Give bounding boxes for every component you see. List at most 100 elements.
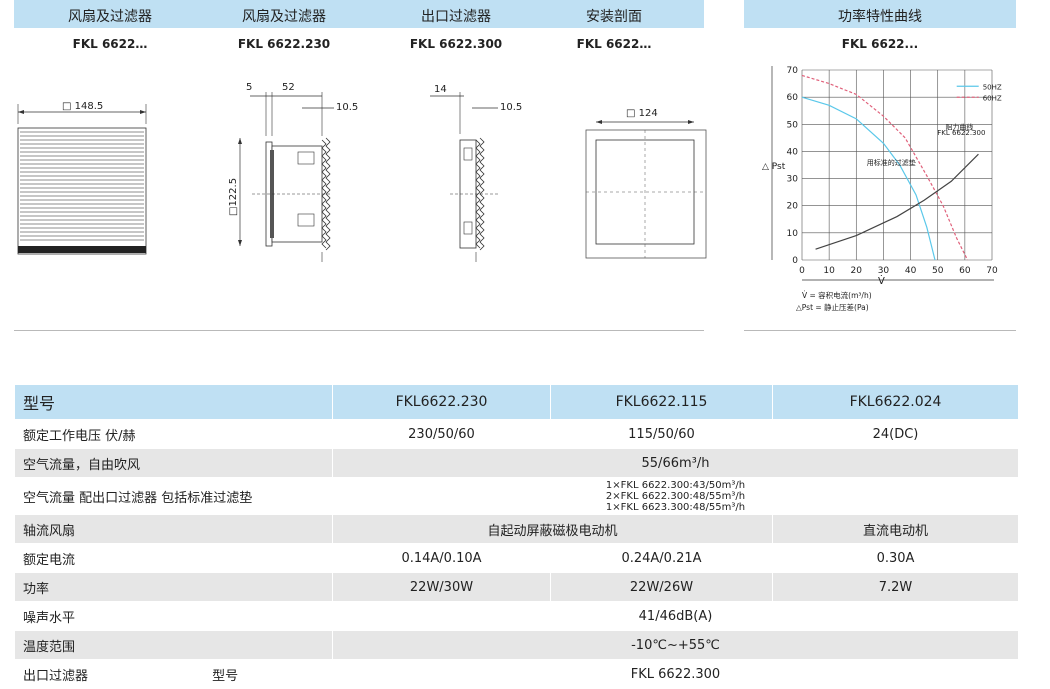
cell: 22W/26W [550,572,773,602]
table-row-airflow-free: 空气流量，自由吹风 55/66m³/h [14,448,1019,478]
cell: 115/50/60 [550,419,773,449]
d3-dim-b: 10.5 [500,102,522,113]
x-tick-label: 40 [905,266,917,276]
table-row-outlet-filter: 出口过滤器 型号 FKL 6622.300 [14,659,1019,689]
cell: 7.2W [772,572,1019,602]
cell: 0.24A/0.21A [550,543,773,573]
cell: 0.14A/0.10A [332,543,551,573]
d2-dim-c: 10.5 [336,102,358,113]
spec-table: 型号 FKL6622.230 FKL6622.115 FKL6622.024 额… [14,384,1019,689]
cell: 41/46dB(A) [332,601,1019,631]
header-col-230: FKL6622.230 [332,384,551,420]
row-label: 噪声水平 [14,601,333,631]
chart-annotation: 阻力曲线 [945,123,973,132]
airflow-line-1: 1×FKL 6622.300:43/50m³/h [605,479,746,491]
cell: 230/50/60 [332,419,551,449]
x-tick-label: 20 [851,266,863,276]
table-row-noise: 噪声水平 41/46dB(A) [14,601,1019,631]
outlet-label: 出口过滤器 [23,668,89,684]
performance-curve-chart: 0 10 20 30 40 50 60 70 0 10 20 30 40 50 60 70V̇ △ Pst 50H… [762,66,1002,312]
table-row-temperature: 温度范围 -10℃~+55℃ [14,630,1019,660]
drawing-fan-section: 5 52 10.5 □122.5 [228,82,358,262]
model-fan-filter-2: FKL 6622.230 [237,37,331,51]
cell: 0.30A [772,543,1019,573]
drawing-outlet-section: 14 10.5 [430,84,522,262]
table-row-voltage: 额定工作电压 伏/赫 230/50/60 115/50/60 24(DC) [14,419,1019,449]
cell: 22W/30W [332,572,551,602]
table-row-airflow-filter: 空气流量 配出口过滤器 包括标准过滤垫 1×FKL 6622.300:43/50… [14,477,1019,515]
y-tick-label: 70 [787,66,799,76]
cell-airflow-filter: 1×FKL 6622.300:43/50m³/h 2×FKL 6622.300:… [332,477,1019,515]
y-tick-label: 20 [787,202,799,212]
model-performance-curve: FKL 6622... [841,37,919,51]
cell: 24(DC) [772,419,1019,449]
y-tick-label: 50 [787,120,799,130]
row-label: 空气流量，自由吹风 [14,448,333,478]
row-label: 功率 [14,572,333,602]
legend-label: 50HZ [983,83,1002,91]
d4-cutout-label: □ 124 [626,108,658,119]
row-label: 额定电流 [14,543,333,573]
x-tick-label: 50 [932,266,944,276]
chart-annotation: FKL 6622.300 [937,129,985,137]
row-label-outlet: 出口过滤器 型号 [14,659,333,689]
header-outlet-filter: 出口过滤器 [421,9,491,25]
header-col-115: FKL6622.115 [550,384,773,420]
chart-footnote: △Pst = 静止压差(Pa) [796,302,869,312]
x-tick-label: 60 [959,266,971,276]
divider-curve [744,330,1016,331]
cell: 55/66m³/h [332,448,1019,478]
airflow-line-3: 1×FKL 6623.300:48/55m³/h [605,501,746,513]
table-row-power: 功率 22W/30W 22W/26W 7.2W [14,572,1019,602]
x-tick-label: 0 [799,266,805,276]
y-tick-label: 60 [787,93,799,103]
d2-dim-a: 5 [246,82,252,93]
x-tick-label: 10 [823,266,835,276]
header-fan-filter-1: 风扇及过滤器 [68,9,152,25]
drawing-mounting-cutout: □ 124 [585,108,707,259]
drawing-front-view: □ 148.5 [17,101,147,255]
outlet-sublabel: 型号 [212,668,239,684]
series-line-resistance [815,153,979,250]
table-header-row: 型号 FKL6622.230 FKL6622.115 FKL6622.024 [14,384,1019,420]
row-label: 空气流量 配出口过滤器 包括标准过滤垫 [14,477,333,515]
d3-dim-a: 14 [434,84,447,95]
header-model-label: 型号 [14,384,333,420]
header-mounting-section: 安装剖面 [586,9,642,25]
cell: 自起动屏蔽磁极电动机 [332,514,773,544]
chart-annotation: 用标准的过滤垫 [867,158,916,167]
airflow-line-2: 2×FKL 6622.300:48/55m³/h [605,490,746,502]
d2-dim-b: 52 [282,82,295,93]
cell: FKL 6622.300 [332,659,1019,689]
series-line-50hz [801,96,936,261]
header-col-024: FKL6622.024 [772,384,1019,420]
x-axis-label: V̇ [878,274,885,287]
row-label: 温度范围 [14,630,333,660]
model-outlet-filter: FKL 6622.300 [409,37,503,51]
x-tick-label: 30 [878,266,890,276]
row-label: 轴流风扇 [14,514,333,544]
divider-drawings [14,330,704,331]
header-fan-filter-2: 风扇及过滤器 [242,9,326,25]
cell: -10℃~+55℃ [332,630,1019,660]
y-tick-label: 0 [792,256,798,266]
x-tick-label: 70 [986,266,998,276]
series-line-60hz [801,74,969,261]
y-tick-label: 40 [787,147,799,157]
chart-footnote: V̇ = 容积电流(m³/h) [802,290,872,300]
d2-dim-h: □122.5 [228,178,239,216]
header-performance-curve: 功率特性曲线 [838,9,922,25]
cell: 直流电动机 [772,514,1019,544]
model-mounting-section: FKL 6622… [576,37,652,51]
table-row-current: 额定电流 0.14A/0.10A 0.24A/0.21A 0.30A [14,543,1019,573]
legend-label: 60HZ [983,94,1002,102]
header-bar-drawings [14,0,704,28]
table-row-motor: 轴流风扇 自起动屏蔽磁极电动机 直流电动机 [14,514,1019,544]
d1-width-label: □ 148.5 [62,101,103,112]
header-bar-curve [744,0,1016,28]
row-label: 额定工作电压 伏/赫 [14,419,333,449]
y-tick-label: 30 [787,175,799,185]
y-axis-label: △ Pst [762,162,786,172]
model-fan-filter-1: FKL 6622… [72,37,148,51]
y-tick-label: 10 [787,229,799,239]
